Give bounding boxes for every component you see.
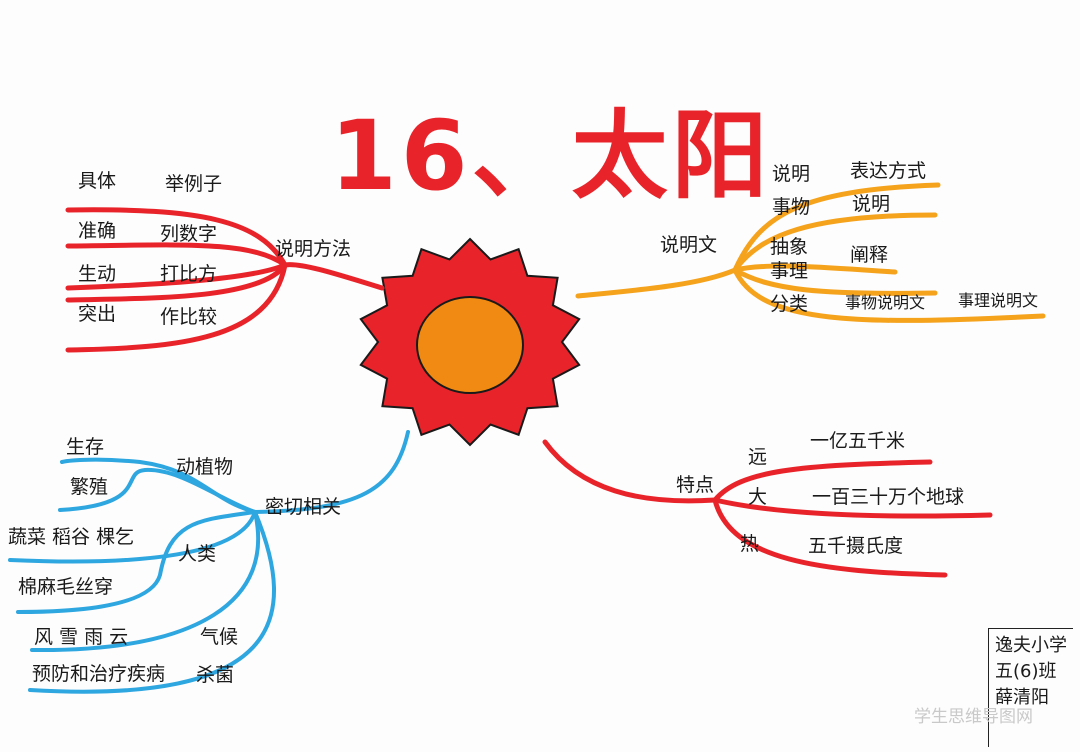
- features-item-1-right: 一亿五千米: [810, 430, 906, 452]
- methods-item-3-left: 生动: [78, 263, 117, 285]
- methods-item-2-right: 列数字: [160, 223, 218, 245]
- signature-school: 逸夫小学: [995, 635, 1067, 656]
- relations-item-6-right: 杀菌: [196, 664, 235, 686]
- branch-relations-lines: [8, 430, 410, 694]
- relations-item-5-left: 风 雪 雨 云: [34, 626, 129, 648]
- branch-methods-label: 说明方法: [275, 238, 352, 260]
- branch-features-label: 特点: [676, 474, 715, 496]
- features-item-3-left: 热: [740, 533, 760, 555]
- branch-features-lines: [542, 439, 993, 578]
- relations-item-3-right: 人类: [178, 543, 217, 565]
- branch-explanatory-lines: [575, 182, 1046, 323]
- signature-box: 逸夫小学 五(6)班 薛清阳: [988, 628, 1073, 747]
- relations-item-2-left: 繁殖: [70, 476, 109, 498]
- explanatory-item-3-left: 抽象: [770, 236, 809, 258]
- signature-class: 五(6)班: [995, 661, 1057, 682]
- features-item-3-right: 五千摄氏度: [808, 535, 904, 557]
- explanatory-item-2-right: 说明: [852, 193, 891, 215]
- explanatory-item-1-right: 表达方式: [850, 160, 927, 182]
- explanatory-item-5-left: 分类: [770, 293, 809, 315]
- explanatory-item-3-right: 阐释: [850, 244, 889, 266]
- explanatory-item-1-left: 说明: [772, 163, 811, 185]
- features-item-2-right: 一百三十万个地球: [812, 486, 965, 508]
- explanatory-item-2-left: 事物: [772, 196, 811, 218]
- branch-methods-lines: [65, 207, 385, 353]
- methods-item-4-left: 突出: [78, 303, 117, 325]
- methods-item-4-right: 作比较: [160, 306, 218, 328]
- explanatory-item-5-extra: 事理说明文: [958, 291, 1039, 310]
- methods-item-1-left: 具体: [78, 170, 117, 192]
- relations-item-5-right: 气候: [200, 626, 239, 648]
- branch-relations-label: 密切相关: [265, 496, 342, 518]
- explanatory-item-5-right: 事物说明文: [845, 293, 926, 312]
- features-item-2-left: 大: [748, 486, 768, 508]
- watermark: 学生思维导图网: [914, 707, 1033, 727]
- page-title: 16、太阳: [330, 100, 772, 212]
- methods-item-1-right: 举例子: [165, 173, 223, 195]
- branch-explanatory-label: 说明文: [660, 234, 718, 256]
- features-item-1-left: 远: [748, 446, 768, 468]
- sun-core: [416, 296, 524, 394]
- relations-item-3-left: 蔬菜 稻谷 棵乞: [8, 526, 135, 548]
- relations-item-1-left: 生存: [66, 436, 105, 458]
- methods-item-3-right: 打比方: [160, 263, 218, 285]
- signature-name: 薛清阳: [995, 687, 1049, 708]
- relations-item-4-left: 棉麻毛丝穿: [18, 576, 114, 598]
- explanatory-item-4-left: 事理: [770, 260, 809, 282]
- relations-item-6-left: 预防和治疗疾病: [32, 663, 166, 685]
- relations-item-2-right: 动植物: [176, 456, 234, 478]
- methods-item-2-left: 准确: [78, 220, 117, 242]
